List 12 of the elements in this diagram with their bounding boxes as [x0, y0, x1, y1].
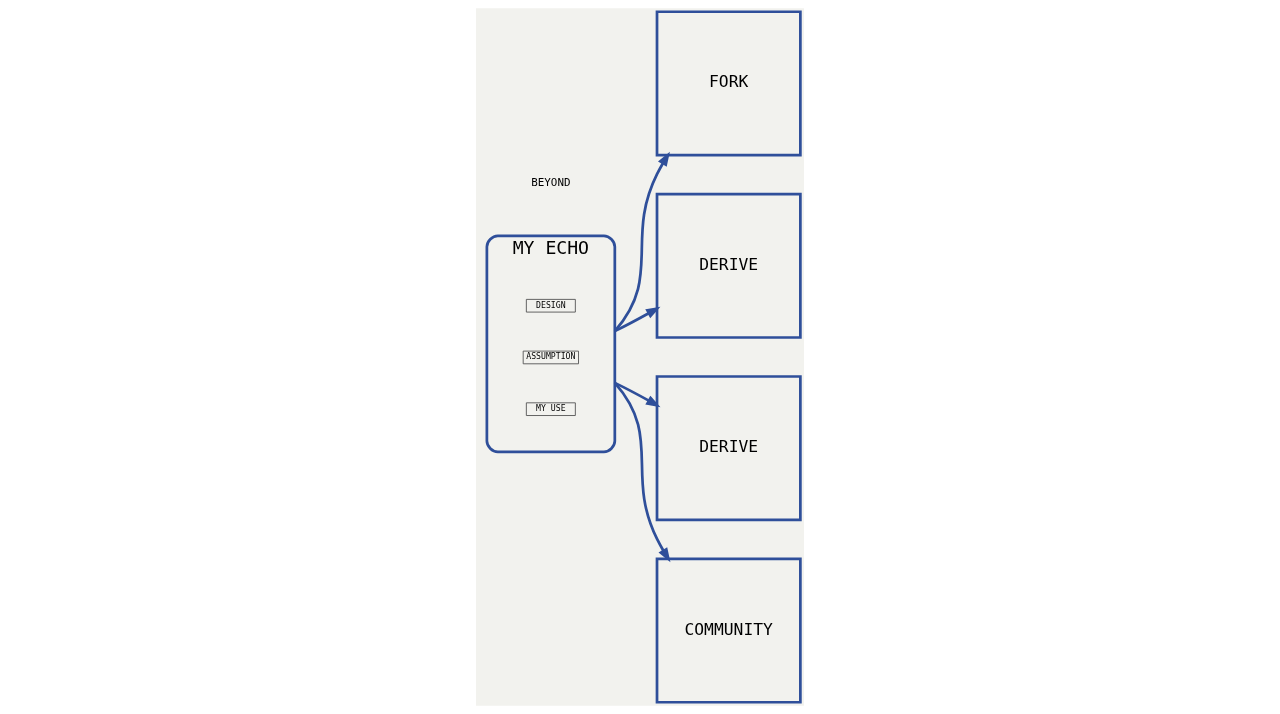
node-box: COMMUNITY [655, 557, 802, 704]
node-box: DERIVE [655, 192, 802, 339]
arrow [614, 381, 661, 408]
node-box: FORK [655, 10, 802, 157]
node-box: MY USE [525, 402, 576, 416]
node-box: DESIGN [525, 298, 576, 313]
arrow [613, 151, 670, 332]
arrow [614, 306, 661, 333]
node-box: ASSUMPTION [522, 350, 579, 365]
arrow [613, 382, 671, 563]
label: BEYOND [531, 176, 571, 190]
node-box: DERIVE [655, 375, 802, 522]
